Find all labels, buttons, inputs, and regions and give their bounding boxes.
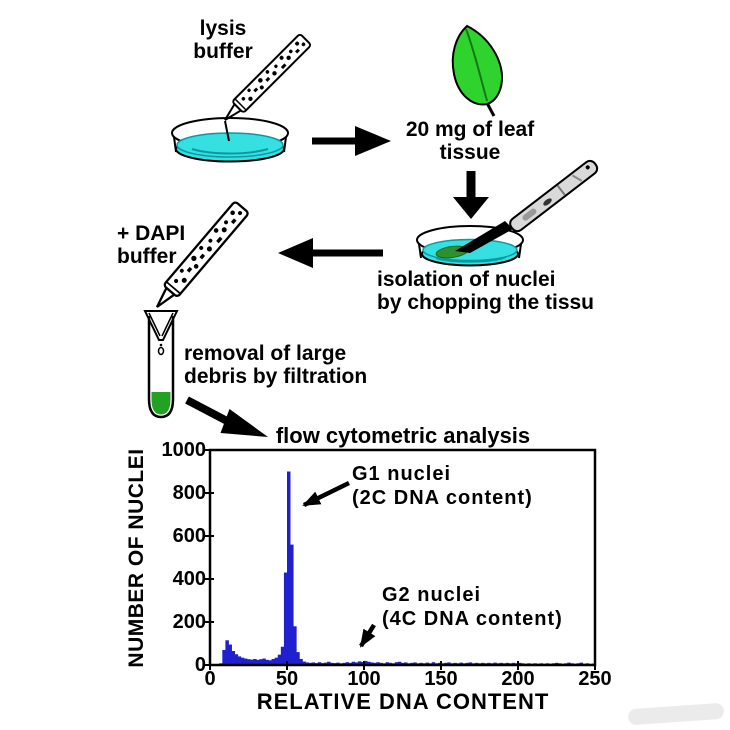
histogram-bar — [240, 657, 245, 665]
chopping-petri-dish-icon — [416, 225, 524, 267]
g1-annotation-arrow-icon — [302, 480, 350, 508]
histogram-bar — [296, 652, 300, 665]
histogram-bar — [354, 662, 359, 665]
x-tick-label: 250 — [578, 668, 612, 690]
x-tick-label: 150 — [424, 668, 458, 690]
histogram-bar — [243, 658, 248, 665]
histogram-bar — [287, 471, 291, 665]
histogram-bar — [293, 626, 297, 665]
scalpel-icon — [455, 159, 599, 253]
histogram-bar — [317, 662, 322, 665]
lysis-buffer-label: lysis buffer — [193, 17, 253, 63]
x-tick-label: 100 — [347, 668, 381, 690]
histogram-bar — [262, 658, 266, 665]
histogram-bar — [265, 659, 269, 665]
histogram-bar — [283, 572, 288, 665]
histogram-bar — [237, 656, 242, 665]
arrow-left-icon — [278, 238, 383, 268]
histogram-bar — [431, 662, 436, 665]
histogram-bar — [404, 662, 408, 665]
histogram-bar — [277, 654, 282, 665]
y-tick-label: 0 — [194, 654, 206, 676]
g1-peak-annotation: G1 nuclei (2C DNA content) — [352, 463, 533, 509]
leaf-tissue-label: 20 mg of leaf tissue — [405, 118, 535, 164]
histogram-bar — [259, 659, 263, 665]
g2-peak-annotation: G2 nuclei (4C DNA content) — [382, 584, 563, 630]
chart-frame — [208, 448, 597, 667]
test-tube-icon — [147, 316, 175, 419]
histogram-bar — [394, 662, 399, 665]
histogram-bar — [228, 644, 232, 665]
histogram-bar — [231, 651, 236, 665]
histogram-bar — [222, 649, 226, 665]
dapi-buffer-label: + DAPI buffer — [117, 222, 186, 268]
histogram-bar — [447, 662, 451, 665]
histogram-bar — [253, 658, 257, 665]
histogram-bar — [302, 661, 306, 665]
histogram-bar — [290, 544, 294, 665]
axis-ticks — [205, 449, 596, 670]
histogram-bar — [327, 661, 331, 665]
histogram-bar — [360, 661, 365, 665]
lysis-petri-dish-icon — [171, 117, 289, 163]
y-tick-label: 200 — [172, 611, 206, 633]
histogram-bar — [256, 659, 260, 665]
leaf-icon — [451, 24, 504, 117]
arrow-diagonal-icon — [185, 396, 268, 437]
histogram-bar — [311, 662, 316, 665]
isolation-label: isolation of nuclei by chopping the tiss… — [377, 268, 595, 314]
histogram-bar — [250, 659, 254, 665]
histogram-bar — [246, 659, 251, 665]
histogram-bar — [357, 661, 362, 665]
chart-plot-area — [210, 450, 595, 665]
histogram-bar — [397, 661, 402, 665]
x-tick-label: 0 — [204, 668, 216, 690]
y-tick-label: 400 — [172, 568, 206, 590]
histogram-bar — [268, 660, 272, 665]
histogram-bar — [225, 640, 229, 665]
y-tick-label: 600 — [172, 525, 206, 547]
x-tick-label: 50 — [275, 668, 299, 690]
x-axis-title: RELATIVE DNA CONTENT — [256, 689, 550, 714]
histogram-bar — [299, 658, 303, 665]
y-axis-title: NUMBER OF NUCLEI — [125, 448, 148, 668]
histogram-bar — [370, 662, 374, 665]
g2-annotation-arrow-icon — [359, 623, 376, 648]
histogram-bar — [351, 661, 356, 665]
histogram-bar — [274, 657, 279, 665]
histogram-bar — [364, 660, 368, 665]
histogram-bar — [234, 654, 239, 665]
histogram-bar — [305, 662, 309, 665]
histogram-bar — [376, 662, 380, 665]
filtration-label: removal of large debris by filtration — [184, 342, 368, 388]
histogram-bar — [468, 662, 473, 665]
histogram-bar — [280, 646, 285, 665]
histogram-bar — [367, 661, 371, 665]
histogram-bar — [345, 662, 349, 665]
y-tick-label: 1000 — [161, 439, 207, 461]
histogram-bar — [413, 662, 417, 665]
arrow-down-icon — [453, 171, 489, 219]
chart-title: flow cytometric analysis — [275, 423, 531, 448]
histogram-bar — [385, 662, 390, 665]
histogram-bar — [271, 658, 276, 665]
arrow-right-icon — [312, 126, 391, 156]
x-tick-label: 200 — [501, 668, 535, 690]
funnel-icon — [143, 310, 179, 356]
lysis-pipette-icon — [218, 32, 313, 142]
y-tick-label: 800 — [172, 482, 206, 504]
